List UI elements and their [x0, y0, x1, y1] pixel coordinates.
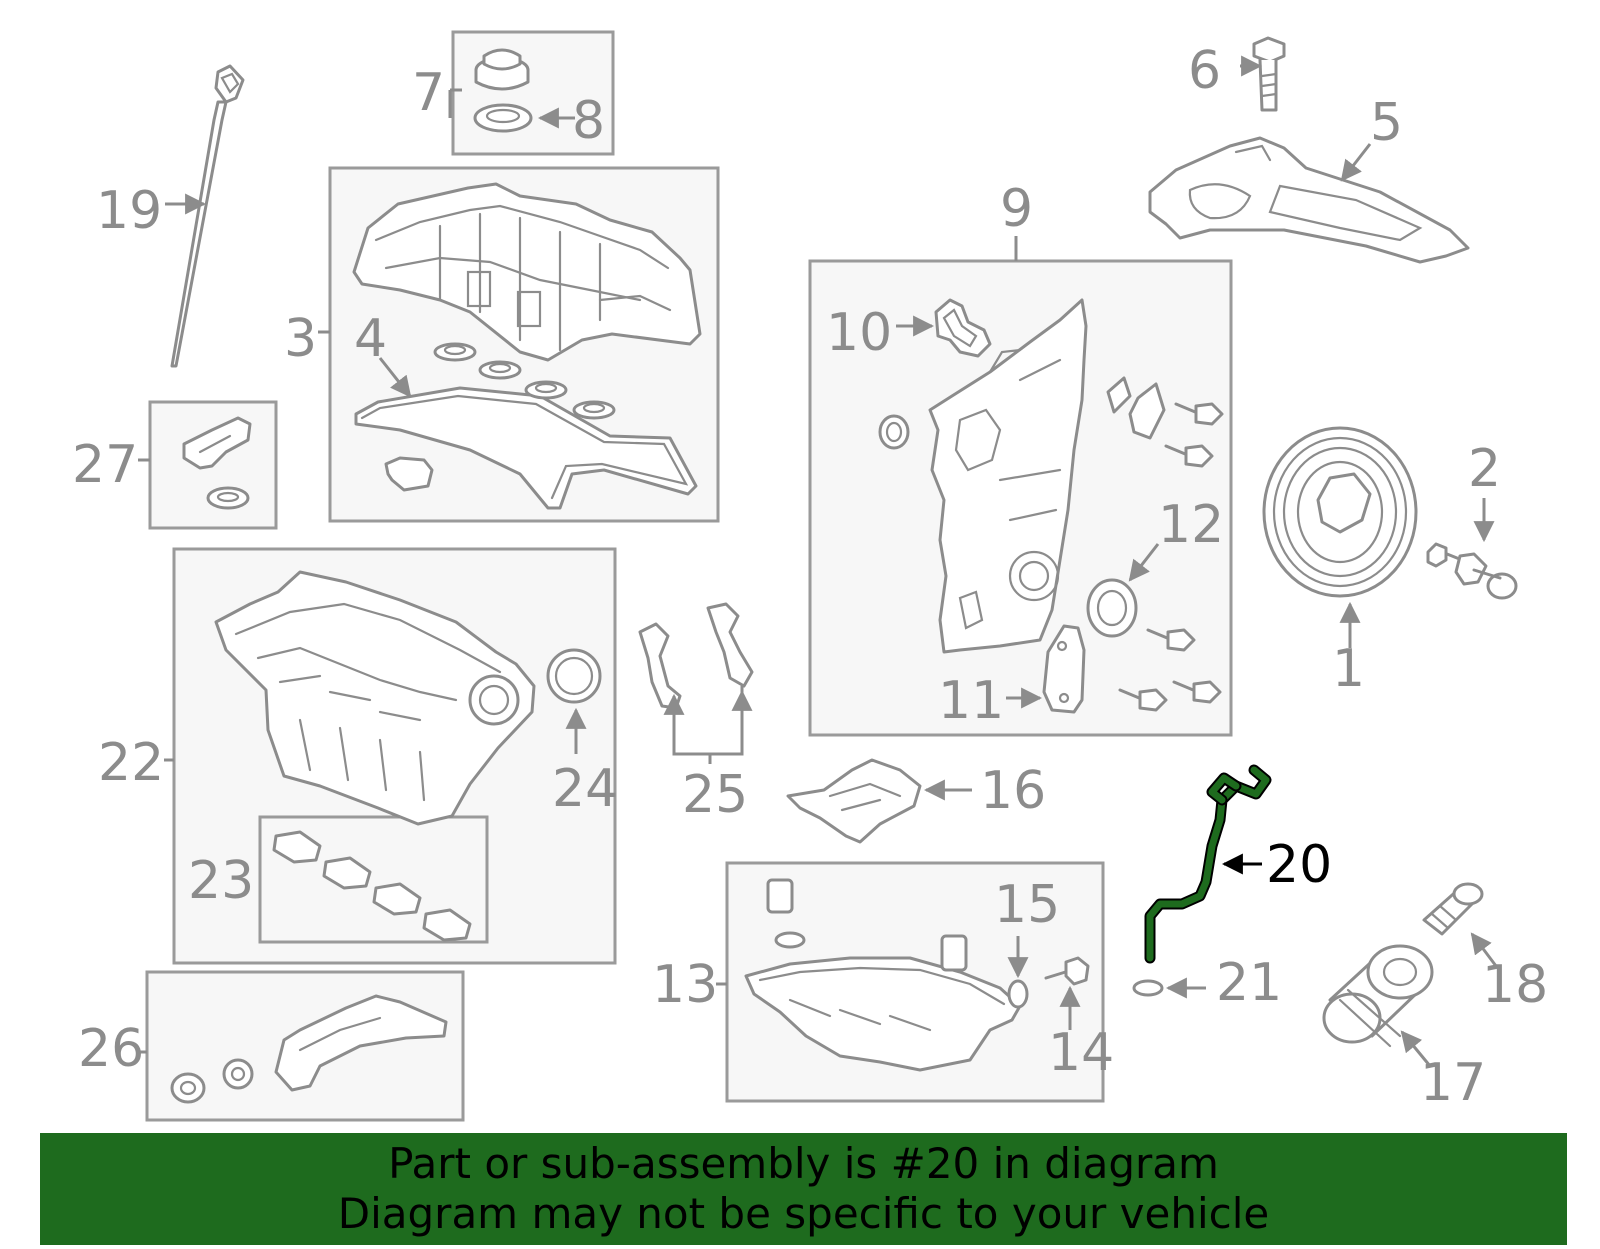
- callout-26: 26: [78, 1019, 144, 1079]
- intake-manifold-part-22: [214, 570, 536, 826]
- callout-18: 18: [1482, 955, 1548, 1015]
- bracket-part-26: [170, 994, 448, 1104]
- leader-17: [1400, 1030, 1432, 1067]
- callout-2: 2: [1468, 439, 1501, 499]
- bolt-part-6: [1252, 36, 1286, 112]
- cover-part-5: [1148, 136, 1470, 264]
- oil-gauge-pipe-part-20: [1144, 764, 1272, 964]
- valve-cover-part-3: [352, 182, 702, 362]
- drain-bolt-part-14: [1044, 956, 1090, 986]
- gasket-part-24: [546, 648, 602, 704]
- oil-seal-part-12: [1086, 578, 1138, 638]
- leader-7: [448, 88, 462, 118]
- callout-14: 14: [1048, 1023, 1114, 1083]
- callout-9: 9: [1000, 179, 1033, 239]
- callout-22: 22: [98, 733, 164, 793]
- washer-part-15: [1007, 979, 1029, 1009]
- callout-25: 25: [682, 765, 748, 825]
- banner-line-2: Diagram may not be specific to your vehi…: [337, 1189, 1270, 1238]
- intake-gaskets-part-23: [272, 830, 472, 942]
- brackets-part-25: [638, 602, 754, 710]
- valve-cover-gasket-part-4: [354, 386, 698, 510]
- spark-plug-seals-part-4: [384, 342, 616, 492]
- callout-3: 3: [284, 309, 317, 369]
- callout-24: 24: [552, 759, 618, 819]
- cover-plate-part-11: [1042, 624, 1086, 714]
- callout-27: 27: [72, 435, 138, 495]
- callout-21: 21: [1216, 953, 1282, 1013]
- callout-11: 11: [938, 671, 1004, 731]
- callout-4: 4: [354, 309, 387, 369]
- box-7-8: [451, 30, 615, 156]
- crankshaft-pulley-part-1: [1262, 426, 1418, 598]
- callout-16: 16: [980, 761, 1046, 821]
- callout-19: 19: [96, 181, 162, 241]
- callout-1: 1: [1332, 639, 1365, 699]
- baffle-plate-part-16: [786, 758, 922, 844]
- sensor-part-27: [182, 416, 252, 510]
- leader-4: [378, 357, 412, 398]
- leader-12: [1128, 543, 1160, 582]
- oil-filler-cap-part-7: [474, 48, 530, 91]
- cap-seal-part-8: [473, 103, 533, 133]
- callout-5: 5: [1370, 93, 1403, 153]
- oring-part-21: [1132, 979, 1164, 997]
- callout-6: 6: [1188, 41, 1221, 101]
- brackets-part-9b: [1106, 376, 1166, 440]
- bolts-part-9c: [1118, 402, 1224, 712]
- pulley-bolt-part-2: [1426, 542, 1518, 600]
- adapter-part-18: [1422, 882, 1484, 936]
- timing-chain-case-part-9: [928, 298, 1088, 654]
- leader-25: [672, 686, 744, 756]
- callout-23: 23: [188, 851, 254, 911]
- oring-part-9a: [878, 414, 910, 450]
- banner-line-1: Part or sub-assembly is #20 in diagram: [388, 1139, 1219, 1188]
- callout-10: 10: [826, 303, 892, 363]
- gasket-part-10: [934, 298, 992, 358]
- callout-20: 20: [1266, 835, 1332, 895]
- callout-12: 12: [1158, 495, 1224, 555]
- callout-15: 15: [994, 875, 1060, 935]
- info-banner: Part or sub-assembly is #20 in diagram D…: [40, 1133, 1567, 1245]
- oil-filter-part-17: [1322, 944, 1434, 1048]
- dipstick-part-19: [170, 64, 245, 368]
- callout-13: 13: [652, 955, 718, 1015]
- callout-17: 17: [1420, 1053, 1486, 1113]
- oil-pan-part-13: [744, 878, 1022, 1072]
- leader-18: [1470, 932, 1498, 967]
- callout-7: 7: [412, 63, 445, 123]
- leader-5: [1340, 143, 1372, 182]
- callout-8: 8: [572, 91, 605, 151]
